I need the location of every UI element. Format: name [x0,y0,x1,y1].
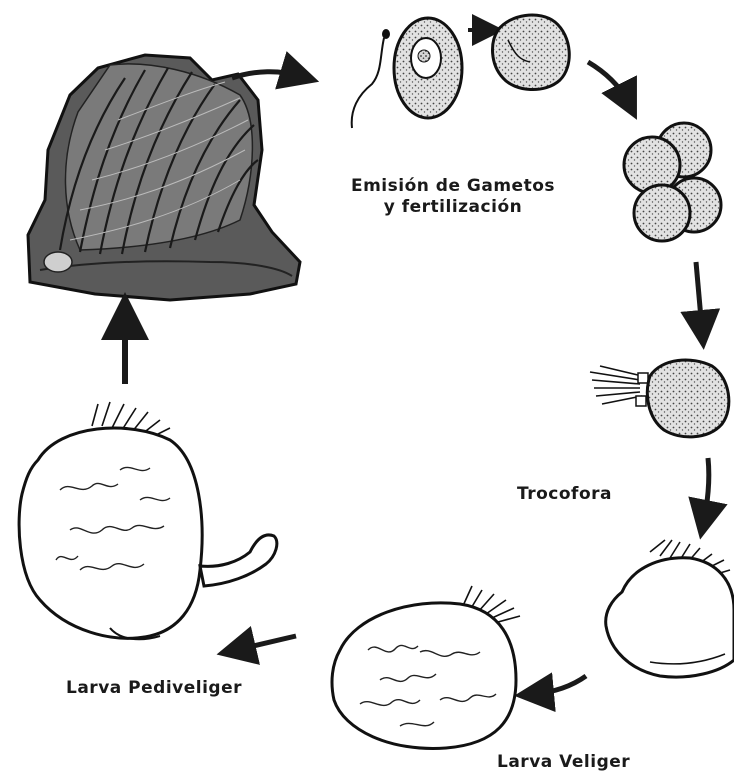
veliger-icon [606,540,734,677]
arrow-umbo-to-pediveliger [236,636,296,650]
veliger-label: Larva Veliger [497,752,630,772]
arrow-oyster-to-egg [232,72,300,78]
egg-icon [352,18,462,128]
arrow-trochophore-to-veliger [704,458,709,520]
pediveliger-icon [19,402,277,639]
arrow-cleavage-to-trochophore [696,262,702,330]
trochophore-label: Trocofora [517,484,612,504]
cleavage-icon [624,123,721,241]
oyster-icon [28,55,300,300]
trochophore-icon [590,360,729,437]
umbo-veliger-icon [332,586,520,748]
gametes-label-line1: Emisión de Gametos [328,176,578,197]
arrow-zygote-to-cleavage [588,62,628,102]
gametes-label: Emisión de Gametos y fertilización [328,176,578,218]
pediveliger-label: Larva Pediveliger [66,678,242,698]
gametes-label-line2: y fertilización [328,197,578,218]
zygote-icon [493,15,570,90]
arrow-veliger-to-umbo [534,676,586,694]
